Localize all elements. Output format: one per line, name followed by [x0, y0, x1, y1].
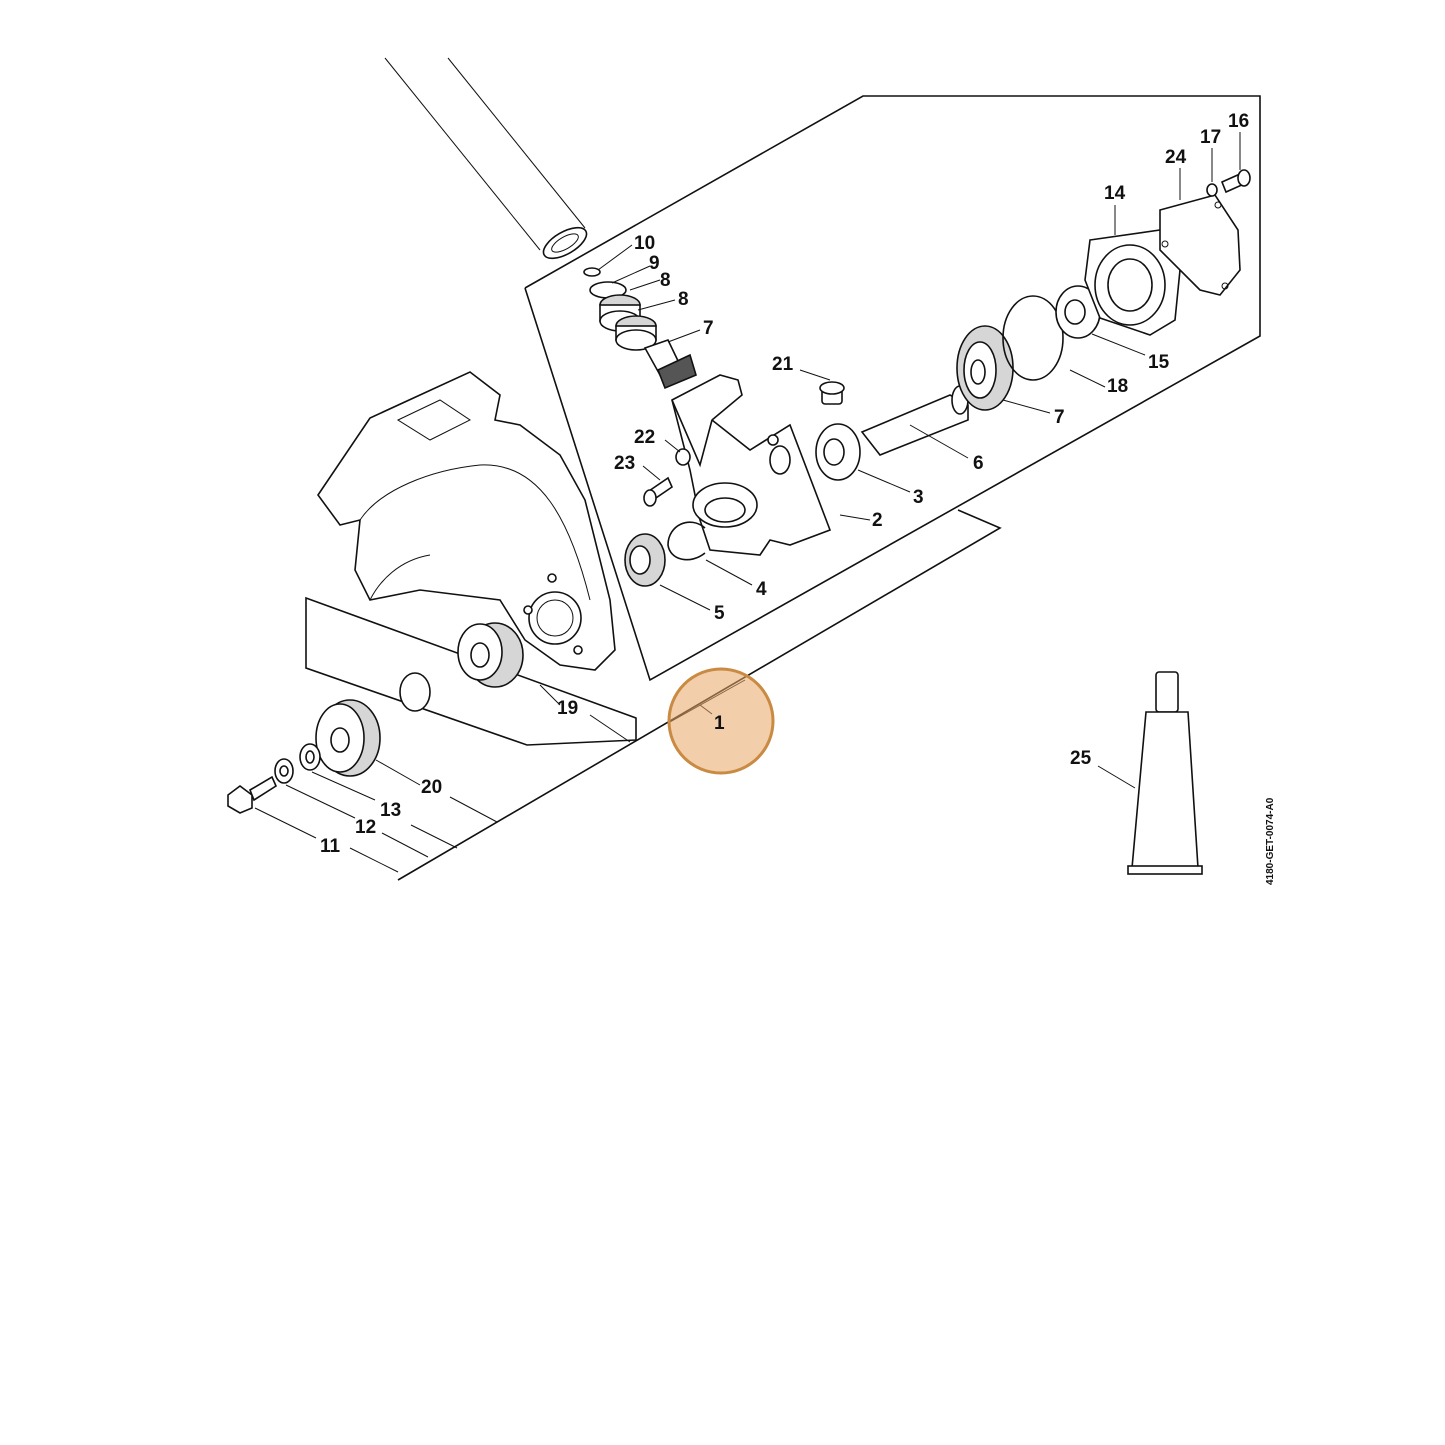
callout-14[interactable]: 14: [1104, 183, 1126, 204]
callout-13[interactable]: 13: [380, 800, 401, 821]
part-4-circlip: [667, 521, 706, 561]
part-18-o-ring: [1002, 295, 1064, 381]
part-19-collar: [457, 622, 524, 688]
callout-1[interactable]: 1: [714, 713, 725, 734]
part-5-seal: [624, 533, 666, 587]
callout-8-upper[interactable]: 8: [660, 270, 671, 291]
callout-23[interactable]: 23: [614, 453, 635, 474]
lower-frame: [397, 509, 1002, 881]
callout-11[interactable]: 11: [320, 836, 341, 857]
part-14-flange: [1084, 229, 1181, 336]
callout-9[interactable]: 9: [649, 253, 660, 274]
callout-6[interactable]: 6: [973, 453, 984, 474]
callout-22[interactable]: 22: [634, 427, 655, 448]
callout-21[interactable]: 21: [772, 354, 794, 375]
part-15-bearing: [1055, 285, 1101, 339]
callout-7-pinion[interactable]: 7: [703, 318, 714, 339]
callout-10[interactable]: 10: [634, 233, 655, 254]
callout-labels: 1 2 3 4 5 6 7 7 8 8 9 10 11 12 13 14 15 …: [320, 111, 1249, 857]
blade-guard: [317, 371, 616, 671]
part-3-bearing: [815, 423, 861, 481]
highlight-circle[interactable]: [667, 667, 775, 775]
part-2-gear-housing: [671, 374, 832, 556]
drawing-code: 4180-GET-0074-A0: [1265, 797, 1276, 885]
part-11-bolt: [227, 775, 278, 814]
drive-tube: [384, 57, 588, 260]
part-10-circlip: [583, 267, 601, 277]
part-24-cover: [1159, 194, 1241, 296]
part-20-thrust-plate: [315, 699, 381, 777]
callout-7-gear[interactable]: 7: [1054, 407, 1065, 428]
part-12-washer: [274, 758, 294, 784]
callout-2[interactable]: 2: [872, 510, 883, 531]
callout-8-lower[interactable]: 8: [678, 289, 689, 310]
part-22-washer: [675, 448, 691, 466]
callout-4[interactable]: 4: [756, 579, 767, 600]
part-21-plug: [819, 381, 845, 405]
part-7-pinion: [643, 339, 697, 390]
callout-3[interactable]: 3: [913, 487, 924, 508]
callout-17[interactable]: 17: [1200, 127, 1221, 148]
callout-25[interactable]: 25: [1070, 748, 1092, 769]
callout-12[interactable]: 12: [355, 817, 376, 838]
callout-20[interactable]: 20: [421, 777, 442, 798]
callout-19[interactable]: 19: [557, 698, 578, 719]
part-6-shaft: [860, 385, 969, 456]
part-23-screw: [643, 476, 674, 507]
callout-5[interactable]: 5: [714, 603, 725, 624]
part-25-grease-tube: [1127, 671, 1203, 875]
callout-16[interactable]: 16: [1228, 111, 1249, 132]
callout-15[interactable]: 15: [1148, 352, 1170, 373]
callout-18[interactable]: 18: [1107, 376, 1128, 397]
assembly-frame: [524, 95, 1261, 682]
part-7-bevel-gear: [956, 325, 1014, 411]
part-13-washer: [299, 743, 321, 771]
part-8-bearing-lower: [615, 315, 657, 351]
part-16-screw: [1220, 169, 1251, 194]
part-17-washer: [1206, 183, 1218, 197]
callout-24[interactable]: 24: [1165, 147, 1187, 168]
